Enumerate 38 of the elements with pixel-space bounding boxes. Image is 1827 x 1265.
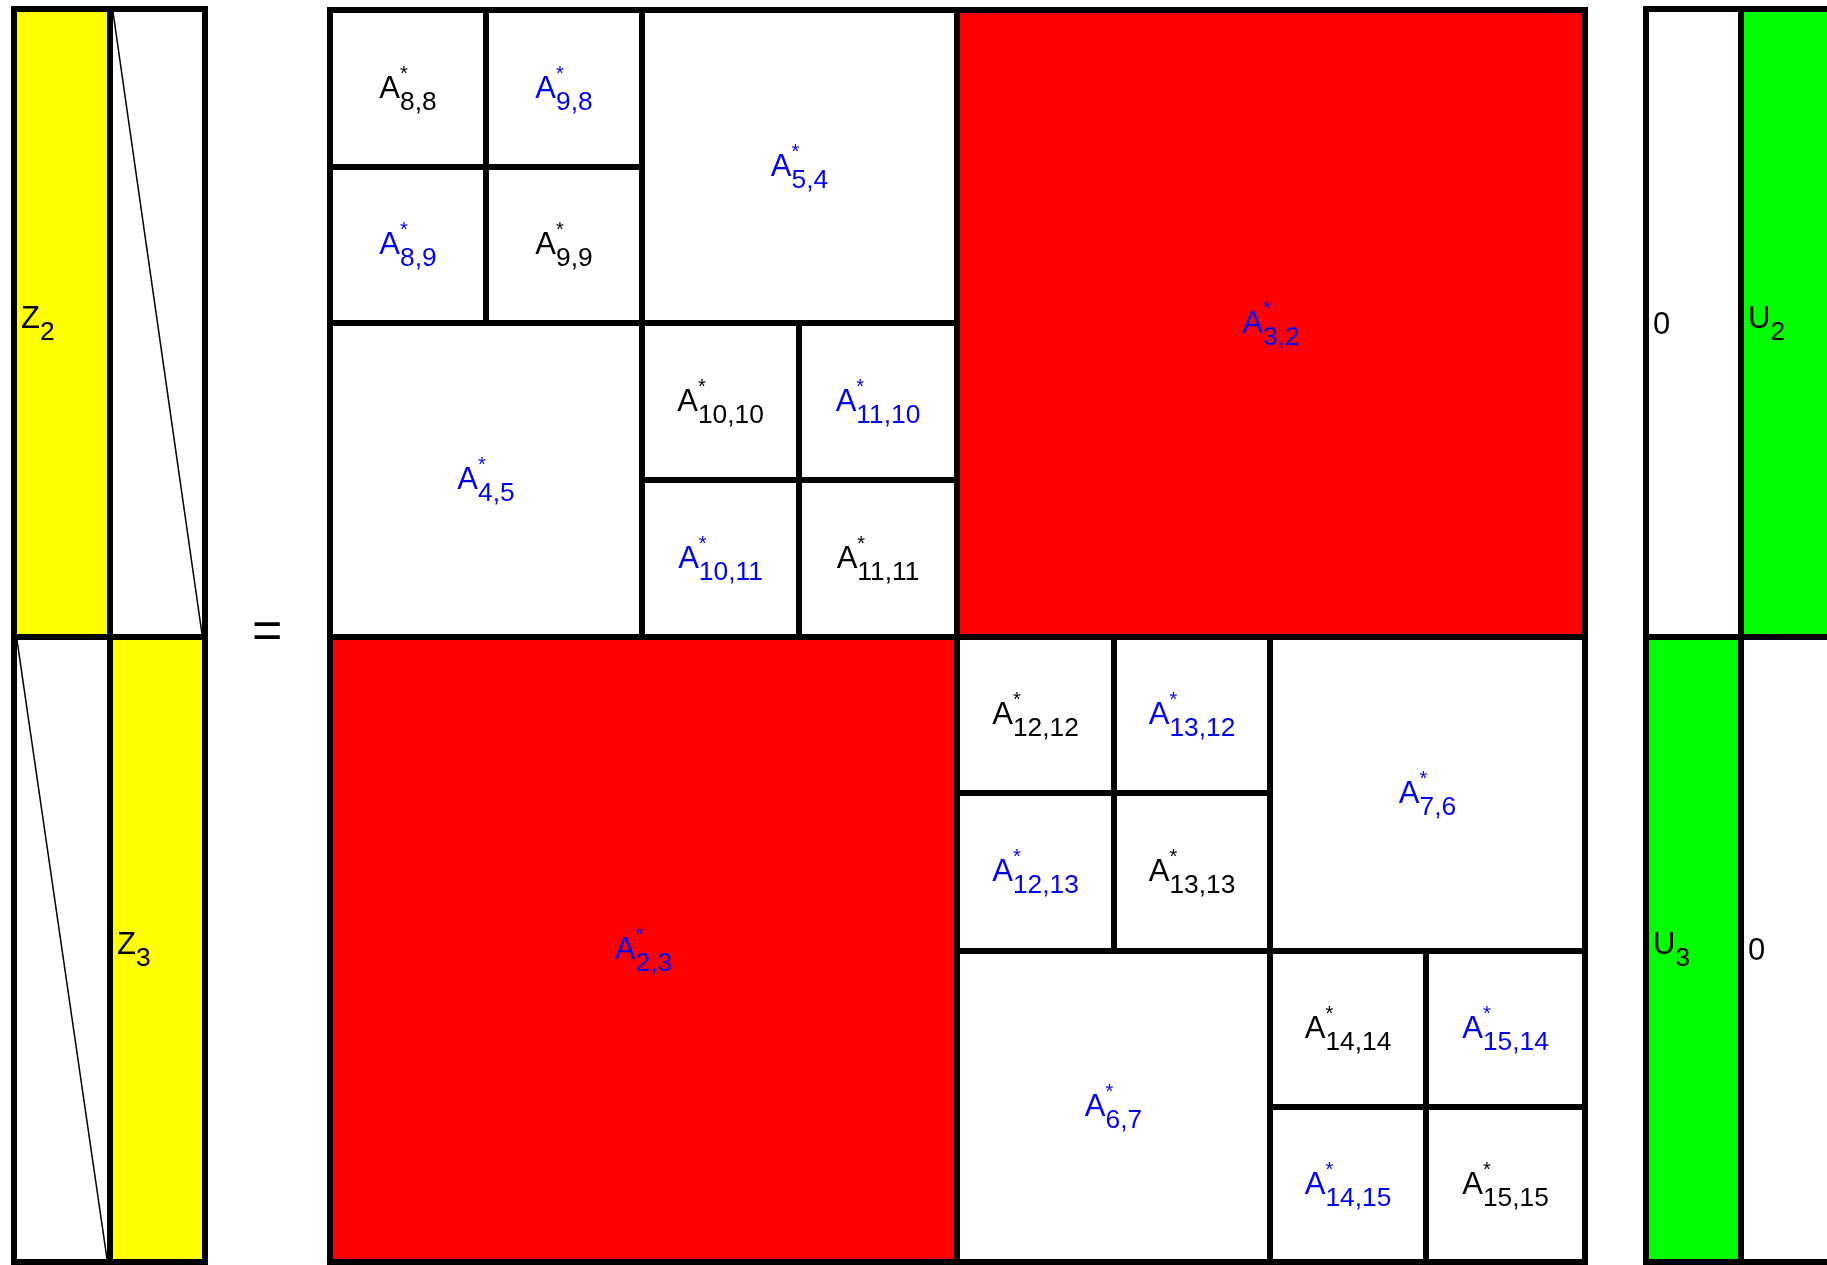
matrix-block	[1426, 951, 1585, 1107]
matrix-block	[1114, 637, 1270, 793]
matrix-outline	[11, 6, 208, 1265]
matrix-block	[14, 9, 110, 637]
matrix-block	[642, 323, 799, 480]
matrix-block	[1270, 951, 1426, 1107]
matrix-block	[957, 951, 1270, 1262]
matrix-block	[1646, 9, 1741, 637]
matrix-block	[1270, 637, 1585, 951]
matrix-block	[1646, 637, 1741, 1262]
matrix-block	[642, 10, 957, 323]
matrix-block	[330, 323, 642, 637]
block-label: Z$_{3}$	[117, 928, 151, 971]
matrix-block	[330, 10, 486, 167]
matrix-block	[486, 10, 642, 167]
matrix-outline	[1643, 6, 1827, 1265]
matrix-block	[1741, 9, 1827, 637]
matrix-block	[1741, 637, 1827, 1262]
block-label: 0	[1748, 934, 1766, 965]
matrix-block	[957, 793, 1114, 951]
block-label: 0	[1653, 307, 1671, 339]
matrix-block	[330, 637, 957, 1262]
matrix-block	[110, 637, 205, 1262]
matrix-block	[1270, 1107, 1426, 1262]
matrix-block	[799, 323, 957, 480]
matrix-block	[486, 167, 642, 323]
matrix-block	[642, 480, 799, 637]
matrix-outline	[327, 7, 1588, 1265]
block-label: U$_{3}$	[1653, 928, 1691, 971]
matrix-block	[1114, 793, 1270, 951]
equals-sign: =	[252, 604, 283, 656]
matrix-block	[799, 480, 957, 637]
matrix-block	[330, 167, 486, 323]
block-label: Z$_{2}$	[21, 301, 55, 345]
matrix-block	[1426, 1107, 1585, 1262]
matrix-block	[957, 10, 1585, 637]
block-label: U$_{2}$	[1748, 301, 1786, 345]
matrix-block	[957, 637, 1114, 793]
